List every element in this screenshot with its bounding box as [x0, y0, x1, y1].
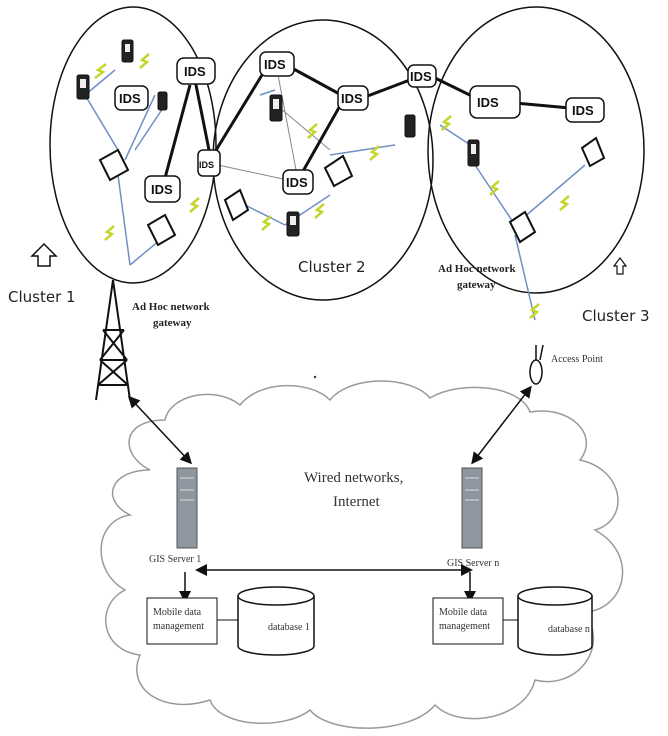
ids-node: IDS	[337, 85, 369, 111]
cluster-3-circle	[427, 6, 645, 294]
left-gateway-line1: Ad Hoc network	[132, 301, 210, 313]
gis-server-n	[461, 467, 483, 549]
phone-screens	[80, 44, 476, 225]
database-n-icon	[517, 586, 593, 656]
connection-arrows	[127, 385, 532, 603]
cloud-label-line2: Internet	[333, 494, 380, 510]
right-gateway-line2: gateway	[457, 279, 496, 291]
mobile-data-1-line2: management	[153, 621, 204, 632]
ids-node: IDS	[197, 149, 221, 177]
up-arrow-icon	[612, 257, 628, 275]
up-arrow-icon	[30, 242, 58, 267]
mobile-data-1-line1: Mobile data	[153, 607, 202, 618]
access-point-icon	[529, 344, 544, 385]
mobile-data-2-line2: management	[439, 621, 490, 632]
ids-node: IDS	[407, 64, 437, 88]
database-1-label: database 1	[268, 622, 310, 633]
svg-text:IDS: IDS	[572, 103, 594, 118]
ids-node: IDS	[565, 97, 605, 123]
mobile-data-box-2	[432, 597, 504, 645]
svg-text:IDS: IDS	[184, 64, 206, 79]
stray-dot	[313, 375, 317, 379]
ids-node: IDS	[176, 57, 216, 85]
svg-text:IDS: IDS	[151, 182, 173, 197]
cluster-1-circle	[49, 6, 217, 284]
cluster-3-label: Cluster 3	[582, 307, 650, 325]
mobile-data-2-line1: Mobile data	[439, 607, 488, 618]
ids-node: IDS	[469, 85, 521, 119]
gis-server-1	[176, 467, 198, 549]
cluster-1-label: Cluster 1	[8, 288, 76, 306]
svg-text:IDS: IDS	[264, 57, 286, 72]
access-point-label: Access Point	[551, 354, 603, 365]
cloud-label-line1: Wired networks,	[304, 470, 403, 486]
database-1-icon	[237, 586, 315, 656]
gis-server-n-label: GIS Server n	[447, 558, 499, 569]
ids-node: IDS	[259, 51, 295, 77]
gis-server-1-label: GIS Server 1	[149, 554, 201, 565]
ids-backbone-links	[163, 65, 571, 181]
cluster-2-label: Cluster 2	[298, 258, 366, 276]
svg-text:IDS: IDS	[286, 175, 308, 190]
ids-node: IDS	[114, 85, 149, 111]
svg-text:IDS: IDS	[477, 95, 499, 110]
svg-text:IDS: IDS	[410, 69, 432, 84]
svg-text:IDS: IDS	[199, 160, 214, 170]
right-gateway-line1: Ad Hoc network	[438, 263, 516, 275]
svg-text:IDS: IDS	[341, 91, 363, 106]
ids-node: IDS	[144, 175, 181, 203]
tower-icon	[95, 279, 131, 401]
svg-text:IDS: IDS	[119, 91, 141, 106]
ids-node: IDS	[282, 169, 314, 195]
mobile-data-box-1	[146, 597, 218, 645]
left-gateway-line2: gateway	[153, 317, 192, 329]
database-n-label: database n	[548, 624, 590, 635]
wireless-bolts	[94, 53, 570, 319]
laptop-icons	[98, 136, 606, 247]
